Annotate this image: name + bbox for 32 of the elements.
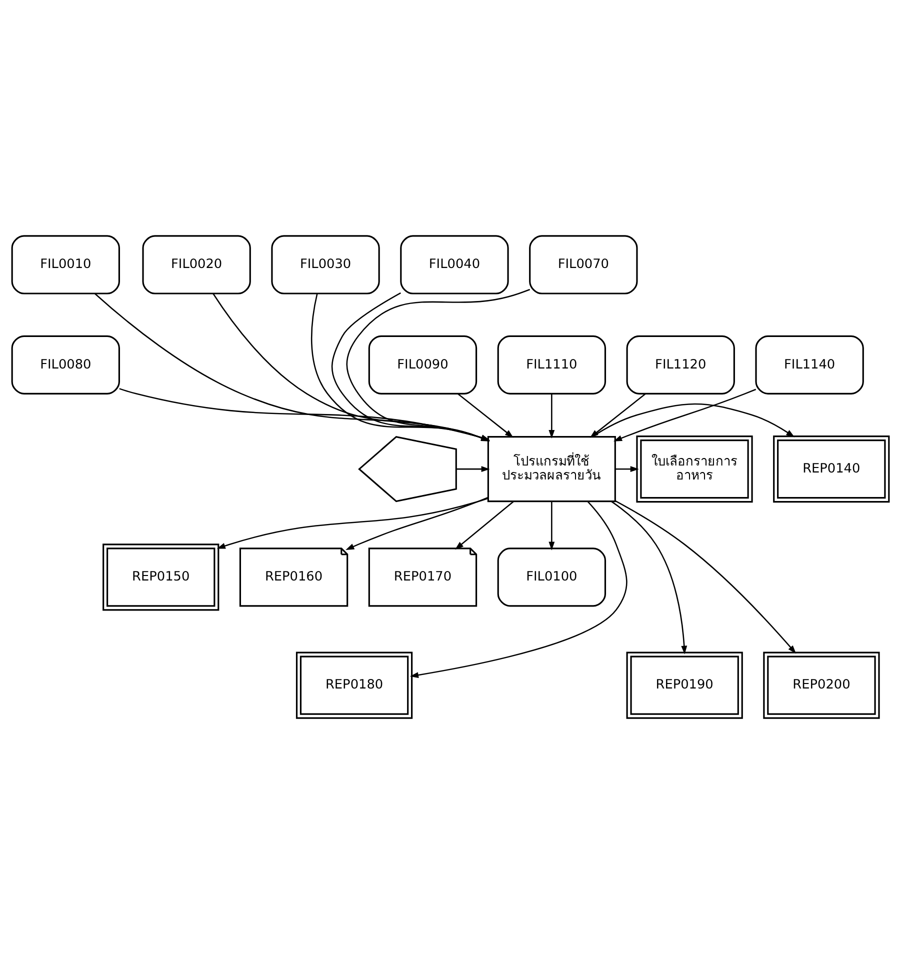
node-box: REP0180 [296, 651, 413, 718]
node-box: ใบเลือกรายการ อาหาร [636, 435, 753, 502]
node-box: REP0200 [763, 651, 880, 718]
arrow [613, 388, 756, 441]
node-box: FIL0030 [271, 234, 380, 294]
node-box: FIL0010 [11, 234, 120, 294]
arrow [615, 466, 639, 472]
arrow [346, 496, 488, 550]
node-box: FIL0040 [400, 234, 509, 294]
node-box: FIL0100 [497, 547, 606, 606]
node-box: FIL1120 [626, 334, 735, 394]
arrow [410, 500, 628, 678]
node-box: FIL1140 [755, 334, 864, 394]
arrow [548, 500, 555, 550]
arrow [611, 500, 688, 654]
arrow [458, 392, 514, 438]
node-box: REP0150 [102, 543, 220, 610]
node-box: โปรแกรมที่ใช้ ประมวลผลรายวัน [487, 436, 616, 502]
node-display [358, 435, 457, 502]
arrow [614, 500, 796, 654]
node-box: FIL0070 [529, 234, 638, 294]
node-box: REP0190 [626, 651, 743, 718]
node-box: FIL1110 [497, 334, 606, 394]
arrow [455, 500, 514, 550]
node-box: FIL0080 [11, 334, 120, 394]
arrow [216, 497, 488, 548]
arrow [592, 402, 795, 437]
arrow [456, 466, 490, 472]
node-box: REP0140 [773, 435, 890, 502]
node-box: FIL0020 [142, 234, 251, 294]
node-box: FIL0090 [368, 334, 478, 394]
arrow [548, 393, 555, 438]
